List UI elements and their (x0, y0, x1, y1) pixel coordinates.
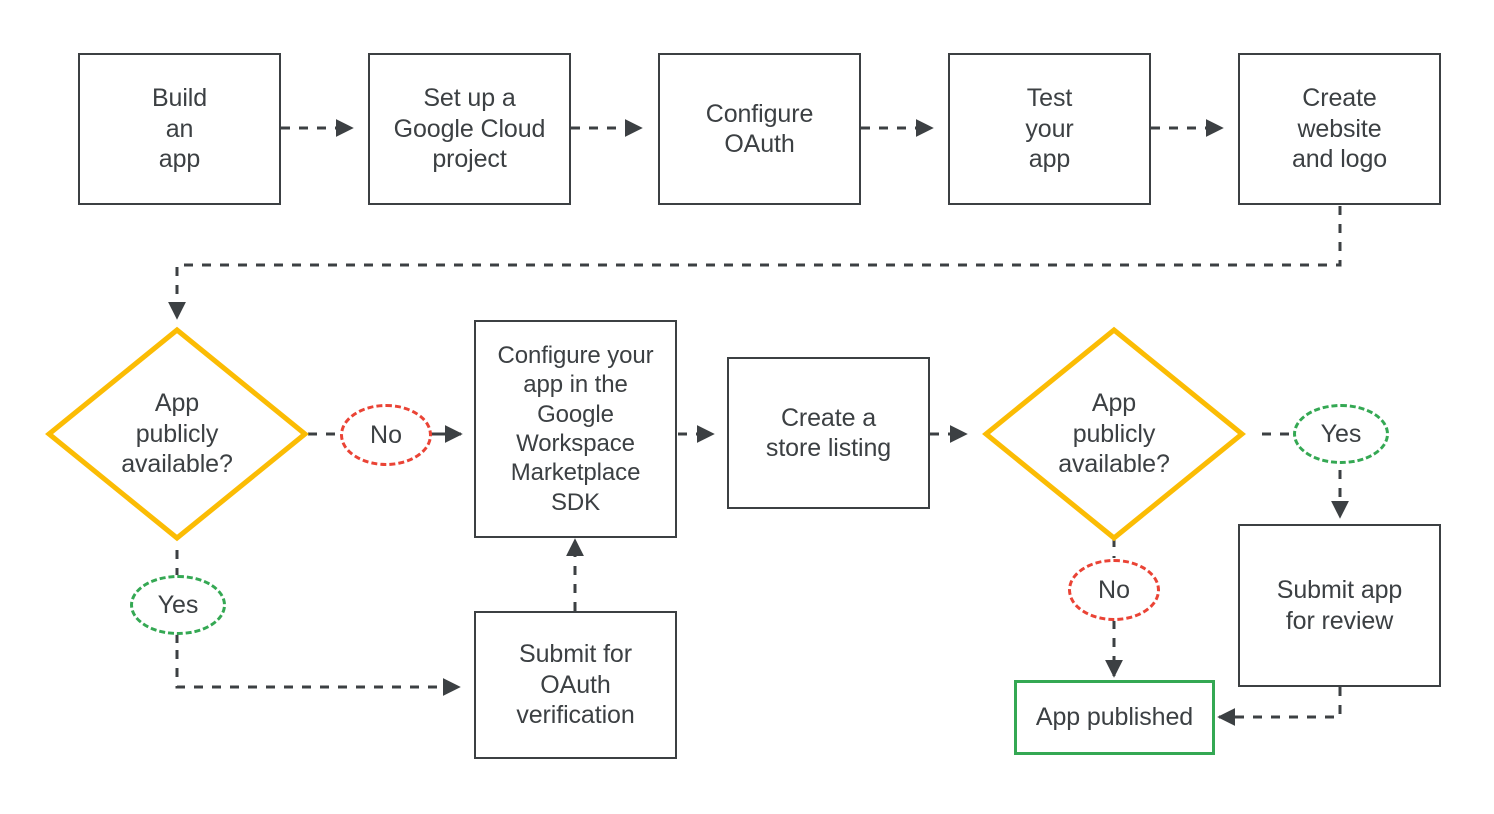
node-label: Submit app for review (1276, 576, 1403, 635)
node-label: Submit for OAuth verification (516, 640, 635, 730)
node-label: App publicly available? (1058, 389, 1170, 479)
node-label: Set up a Google Cloud project (393, 84, 546, 174)
edge-label-text: Yes (1320, 419, 1362, 448)
node-submit-for-oauth-verification[interactable]: Submit for OAuth verification (474, 611, 677, 759)
node-app-published[interactable]: App published (1014, 680, 1215, 755)
node-label: Test your app (1025, 84, 1074, 174)
diamond-shape-icon (45, 326, 309, 542)
edge-decision1-yes-to-oauthverify (175, 650, 461, 696)
node-decision-app-publicly-available-2[interactable]: App publicly available? (982, 326, 1246, 542)
node-create-website-and-logo[interactable]: Create website and logo (1238, 53, 1441, 205)
node-build-an-app[interactable]: Build an app (78, 53, 281, 205)
node-decision-app-publicly-available-1[interactable]: App publicly available? (45, 326, 309, 542)
node-set-up-google-cloud-project[interactable]: Set up a Google Cloud project (368, 53, 571, 205)
edge-label-text: No (1098, 575, 1130, 604)
node-label: Create a store listing (765, 403, 892, 463)
node-create-a-store-listing[interactable]: Create a store listing (727, 357, 930, 509)
node-label: Build an app (151, 84, 208, 174)
node-test-your-app[interactable]: Test your app (948, 53, 1151, 205)
node-label: App publicly available? (121, 389, 233, 479)
diamond-shape-icon (982, 326, 1246, 542)
node-label: Configure OAuth (705, 99, 814, 159)
edge-label-no-2: No (1068, 559, 1160, 621)
node-submit-app-for-review[interactable]: Submit app for review (1238, 524, 1441, 687)
edge-label-no-1: No (340, 404, 432, 466)
node-configure-app-in-marketplace-sdk[interactable]: Configure your app in the Google Workspa… (474, 320, 677, 538)
edge-review-to-published (1217, 687, 1342, 726)
edge-label-yes-1: Yes (130, 575, 226, 635)
node-label: Configure your app in the Google Workspa… (497, 342, 654, 516)
node-label: Create website and logo (1291, 84, 1388, 174)
node-configure-oauth[interactable]: Configure OAuth (658, 53, 861, 205)
edge-label-text: Yes (157, 590, 199, 619)
edge-label-text: No (370, 420, 402, 449)
node-label: App published (1035, 703, 1194, 732)
edge-website-to-decision1 (168, 206, 1342, 320)
edge-label-yes-2: Yes (1293, 404, 1389, 464)
